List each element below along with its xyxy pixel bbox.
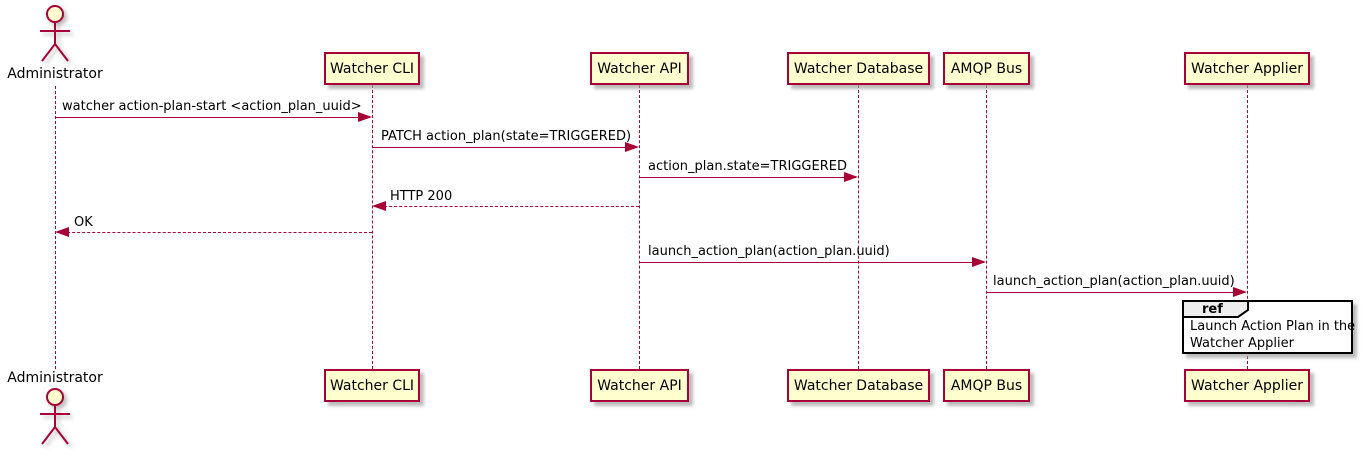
message-label: launch_action_plan(action_plan.uuid) — [648, 244, 890, 259]
participant-label: Watcher Applier — [1191, 377, 1303, 394]
participant-label: Watcher CLI — [329, 377, 415, 394]
arrowhead-icon — [972, 257, 986, 267]
participant-watcher-cli-top: Watcher CLI — [324, 52, 420, 85]
arrowhead-icon — [55, 227, 69, 237]
lifeline-watcher-api — [639, 85, 640, 369]
arrowhead-icon — [844, 172, 858, 182]
participant-label: Watcher Applier — [1191, 60, 1303, 77]
message-label: OK — [74, 215, 93, 230]
message-line — [986, 292, 1245, 293]
participant-watcher-applier-top: Watcher Applier — [1184, 52, 1310, 85]
arrowhead-icon — [358, 112, 372, 122]
ref-tab-icon — [1182, 300, 1249, 318]
ref-text-line-1: Launch Action Plan in the — [1190, 319, 1356, 334]
ref-text-line-2: Watcher Applier — [1190, 336, 1294, 351]
message-label: watcher action-plan-start <action_plan_u… — [62, 99, 362, 114]
participant-amqp-bus-top: AMQP Bus — [943, 52, 1030, 85]
participant-label: Watcher CLI — [329, 60, 415, 77]
actor-administrator-top: Administrator — [7, 66, 103, 82]
message-line — [639, 262, 984, 263]
arrowhead-icon — [625, 142, 639, 152]
participant-watcher-database-bottom: Watcher Database — [787, 369, 930, 402]
participant-label: Watcher Database — [793, 60, 924, 77]
message-line — [374, 206, 639, 207]
participant-label: AMQP Bus — [950, 377, 1023, 394]
message-label: action_plan.state=TRIGGERED — [648, 159, 847, 174]
arrowhead-icon — [1233, 287, 1247, 297]
message-line — [55, 117, 370, 118]
participant-watcher-api-bottom: Watcher API — [590, 369, 689, 402]
lifeline-watcher-database — [858, 85, 859, 369]
participant-label: AMQP Bus — [950, 60, 1023, 77]
actor-figure-icon — [40, 5, 70, 62]
message-label: HTTP 200 — [390, 189, 453, 204]
participant-watcher-database-top: Watcher Database — [787, 52, 930, 85]
message-line — [639, 177, 856, 178]
lifeline-watcher-cli — [372, 85, 373, 369]
message-line — [372, 147, 637, 148]
participant-watcher-api-top: Watcher API — [590, 52, 689, 85]
participant-label: Watcher API — [597, 60, 682, 77]
participant-amqp-bus-bottom: AMQP Bus — [943, 369, 1030, 402]
participant-watcher-applier-bottom: Watcher Applier — [1184, 369, 1310, 402]
lifeline-amqp-bus — [986, 85, 987, 369]
message-label: launch_action_plan(action_plan.uuid) — [993, 274, 1235, 289]
arrowhead-icon — [372, 201, 386, 211]
actor-figure-icon — [40, 388, 70, 445]
participant-watcher-cli-bottom: Watcher CLI — [324, 369, 420, 402]
participant-label: Watcher Database — [793, 377, 924, 394]
ref-fragment: ref Launch Action Plan in the Watcher Ap… — [1182, 300, 1356, 354]
actor-administrator-bottom: Administrator — [7, 370, 103, 386]
ref-keyword: ref — [1202, 302, 1223, 317]
participant-label: Watcher API — [597, 377, 682, 394]
message-label: PATCH action_plan(state=TRIGGERED) — [381, 129, 632, 144]
message-line — [57, 232, 372, 233]
lifeline-watcher-applier — [1247, 85, 1248, 369]
